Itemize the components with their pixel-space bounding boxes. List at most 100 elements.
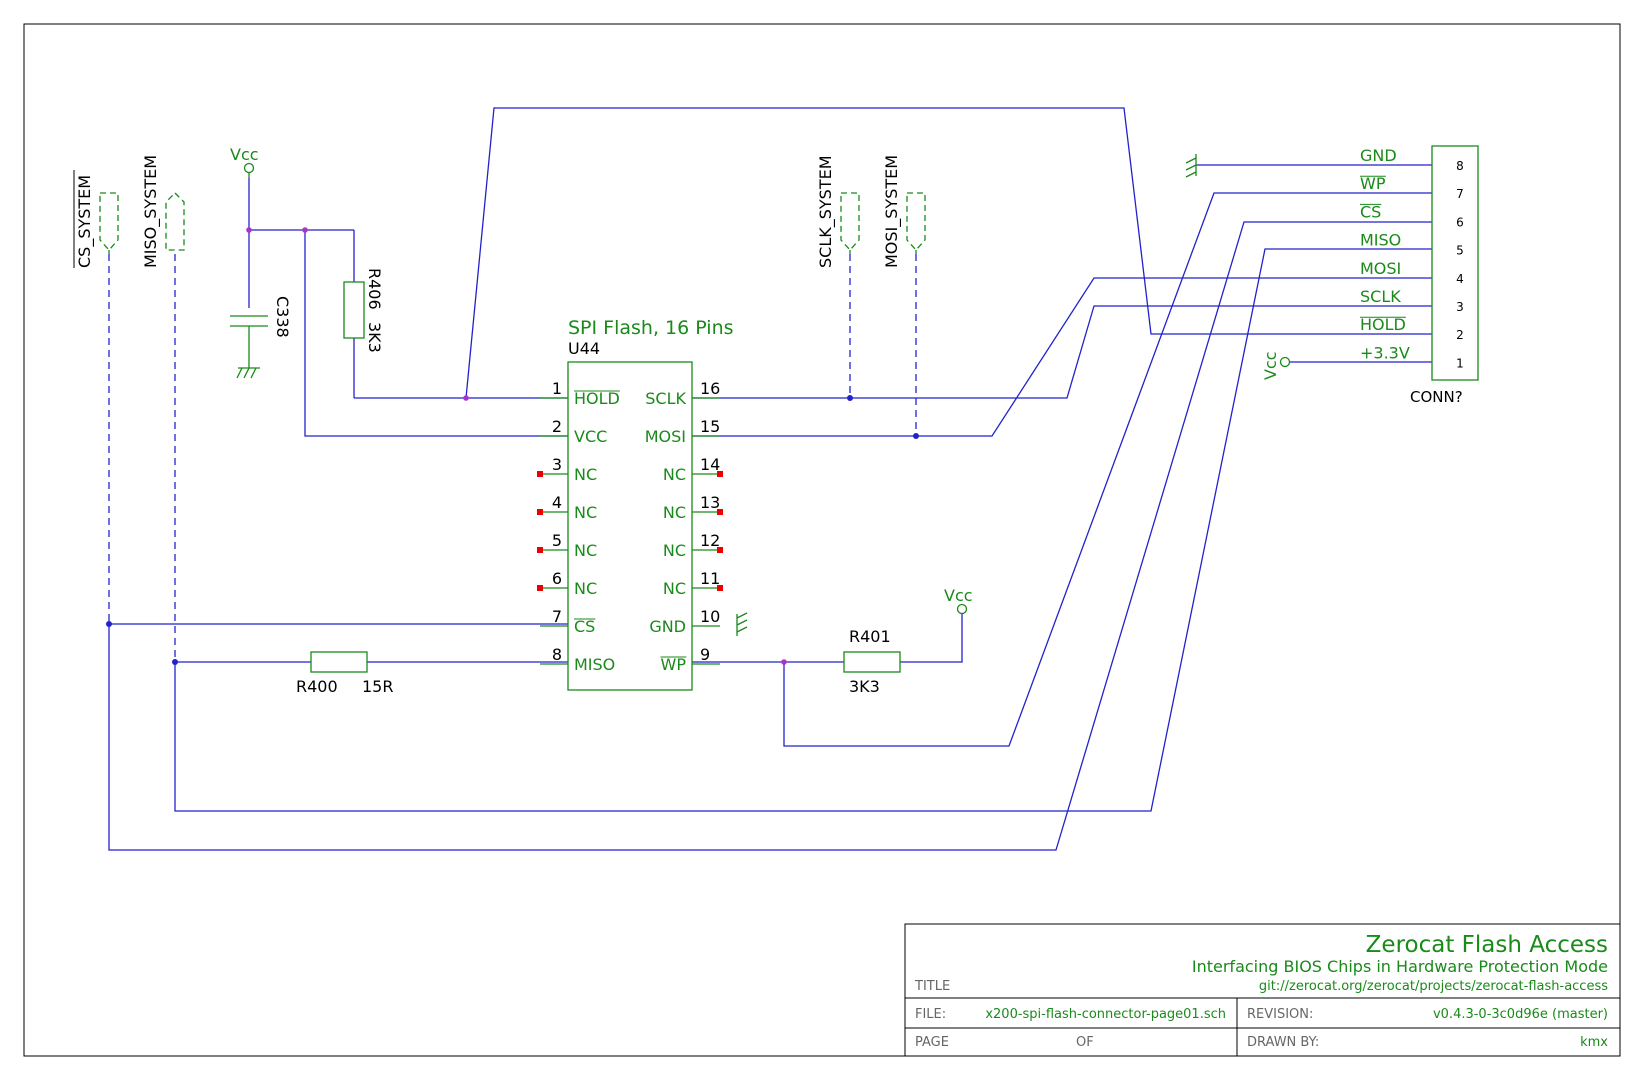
ground-icon [236, 367, 260, 379]
connector-pin-name: HOLD [1360, 315, 1406, 334]
no-connect-marker [717, 547, 723, 553]
no-connect-marker [537, 585, 543, 591]
revision-value: v0.4.3-0-3c0d96e (master) [1433, 1007, 1608, 1022]
no-connect-marker [717, 585, 723, 591]
pin-name: NC [574, 465, 597, 484]
pin-name: SCLK [645, 389, 686, 408]
ground-icon [736, 612, 748, 636]
connector-pin-number: 3 [1456, 300, 1464, 314]
title-block: Zerocat Flash Access Interfacing BIOS Ch… [904, 923, 1621, 1057]
project-title: Zerocat Flash Access [1366, 932, 1608, 958]
port-mosi-system: MOSI_SYSTEM [882, 155, 926, 268]
vcc-label: Vcc [1261, 351, 1280, 380]
pin-name: NC [663, 541, 686, 560]
pin-number: 4 [552, 493, 562, 512]
chip-pin-4: 4NC [537, 493, 597, 522]
no-connect-marker [717, 509, 723, 515]
file-label: FILE: [915, 1007, 946, 1022]
pin-name: MOSI [645, 427, 686, 446]
pin-name: NC [663, 579, 686, 598]
no-connect-marker [537, 547, 543, 553]
connector-pin-number: 6 [1456, 215, 1464, 229]
pin-number: 15 [700, 417, 720, 436]
chip-pin-6: 6NC [537, 569, 597, 598]
connector-pin-5: 5 MISO [1360, 231, 1464, 258]
connector-pin-name: GND [1360, 146, 1397, 165]
vcc-symbol-r401: Vcc [944, 586, 973, 615]
vcc-symbol-top: Vcc [230, 145, 259, 178]
pin-number: 12 [700, 531, 720, 550]
sheet-border [23, 23, 1621, 1057]
pin-name: GND [649, 617, 686, 636]
wires [108, 107, 1432, 851]
chip-pin-7: 7CS [540, 607, 596, 636]
pin-name: CS [574, 617, 595, 636]
r406-value: 3K3 [365, 322, 384, 353]
ground-icon [1185, 154, 1197, 178]
pin-name: NC [574, 541, 597, 560]
chip-title: SPI Flash, 16 Pins [568, 317, 734, 339]
r406-ref: R406 [365, 268, 384, 310]
connector-pin-number: 8 [1456, 159, 1464, 173]
c338-ref: C338 [273, 296, 292, 338]
connector-ref: CONN? [1410, 388, 1463, 406]
r400-ref: R400 [296, 677, 338, 696]
pin-name: NC [574, 579, 597, 598]
chip-ref: U44 [568, 339, 600, 358]
pin-name: NC [663, 465, 686, 484]
pin-number: 6 [552, 569, 562, 588]
resistor-r406: R406 3K3 [343, 268, 384, 353]
connector-pin-name: +3.3V [1360, 343, 1410, 362]
port-miso-system: MISO_SYSTEM [141, 155, 185, 268]
file-value: x200-spi-flash-connector-page01.sch [985, 1007, 1226, 1022]
pin-number: 2 [552, 417, 562, 436]
pin-number: 11 [700, 569, 720, 588]
connector-pin-1: 1+3.3V [1360, 343, 1464, 370]
port-cs-label: CS_SYSTEM [75, 175, 95, 268]
capacitor-c338: C338 [230, 296, 292, 379]
connector-pin-number: 5 [1456, 244, 1464, 258]
of-label: OF [1076, 1035, 1094, 1050]
no-connect-marker [717, 471, 723, 477]
connector-pin-7: 7WP [1360, 174, 1464, 201]
chip-u44: SPI Flash, 16 Pins U44 1HOLD2VCC3NC4NC5N… [537, 317, 734, 691]
pin-name: HOLD [574, 389, 620, 408]
page-label: PAGE [915, 1035, 949, 1050]
pin-number: 8 [552, 645, 562, 664]
pin-number: 9 [700, 645, 710, 664]
pin-number: 1 [552, 379, 562, 398]
project-subtitle: Interfacing BIOS Chips in Hardware Prote… [1192, 957, 1608, 976]
chip-pin-9: 9WP [660, 645, 720, 674]
drawn-by-label: DRAWN BY: [1247, 1035, 1319, 1050]
pin-number: 5 [552, 531, 562, 550]
port-cs-system: CS_SYSTEM [73, 170, 119, 268]
chip-pin-3: 3NC [537, 455, 597, 484]
no-connect-marker [537, 471, 543, 477]
connector-pin-name: CS [1360, 202, 1381, 221]
vcc-label: Vcc [944, 586, 973, 605]
pin-number: 13 [700, 493, 720, 512]
title-label: TITLE [914, 979, 950, 994]
connector-pin-6: 6 CS [1360, 202, 1464, 229]
connector-pin-name: MOSI [1360, 259, 1401, 278]
pin-name: NC [574, 503, 597, 522]
port-mosi-label: MOSI_SYSTEM [882, 155, 902, 268]
connector-pin-name: MISO [1360, 231, 1401, 250]
revision-label: REVISION: [1247, 1007, 1313, 1022]
port-miso-label: MISO_SYSTEM [141, 155, 161, 268]
pin-number: 16 [700, 379, 720, 398]
connector-pin-name: WP [1360, 174, 1386, 193]
pin-number: 10 [700, 607, 720, 626]
